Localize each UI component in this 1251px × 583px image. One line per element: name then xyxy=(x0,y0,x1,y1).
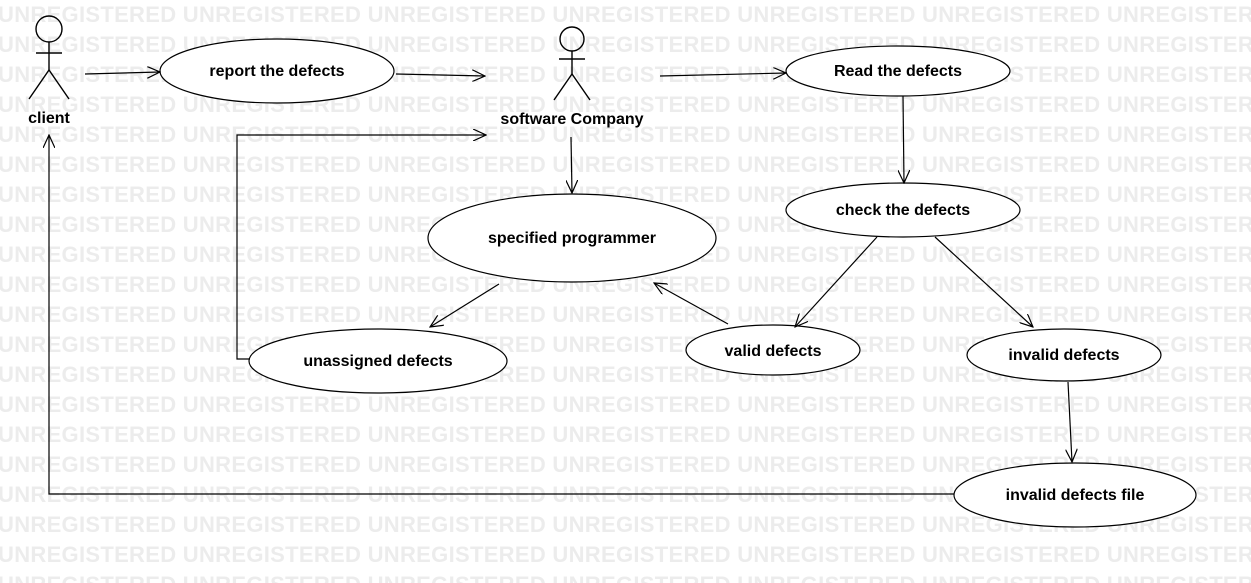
use-case-specified-programmer[interactable]: specified programmer xyxy=(427,193,717,283)
arrow-valid-to-programmer xyxy=(654,283,729,325)
use-case-valid-defects[interactable]: valid defects xyxy=(685,324,861,376)
use-case-invalid-defects-file[interactable]: invalid defects file xyxy=(953,462,1197,528)
arrow-company-to-read xyxy=(659,73,786,76)
arrow-check-to-invalid xyxy=(934,236,1033,327)
use-case-label: report the defects xyxy=(209,63,344,80)
watermark-line: UNREGISTERED UNREGISTERED UNREGISTERED U… xyxy=(0,570,1251,583)
watermark-line: UNREGISTERED UNREGISTERED UNREGISTERED U… xyxy=(0,422,1251,447)
arrow-unassigned-to-company xyxy=(236,135,486,360)
client-actor-head xyxy=(35,15,63,43)
use-case-label: Read the defects xyxy=(834,63,962,80)
company-actor-head xyxy=(559,26,585,52)
software-company-actor[interactable]: software Company xyxy=(500,26,644,128)
use-case-invalid-defects[interactable]: invalid defects xyxy=(966,328,1162,382)
use-case-read-defects[interactable]: Read the defects xyxy=(785,45,1011,97)
arrow-check-to-valid xyxy=(795,236,878,327)
arrow-programmer-to-unassigned xyxy=(430,283,500,327)
use-case-report-defects[interactable]: report the defects xyxy=(159,38,395,104)
watermark-line: UNREGISTERED UNREGISTERED UNREGISTERED U… xyxy=(0,302,1251,327)
use-case-label: valid defects xyxy=(725,343,822,360)
use-case-label: check the defects xyxy=(836,202,970,219)
watermark-line: UNREGISTERED UNREGISTERED UNREGISTERED U… xyxy=(0,392,1251,417)
arrow-invalid-to-file xyxy=(1068,381,1072,462)
client-label: client xyxy=(28,110,70,127)
use-case-unassigned-defects[interactable]: unassigned defects xyxy=(248,328,508,394)
watermark-line: UNREGISTERED UNREGISTERED UNREGISTERED U… xyxy=(0,2,1251,27)
use-case-label: invalid defects file xyxy=(1006,487,1145,504)
use-case-label: specified programmer xyxy=(488,230,656,247)
software-company-label: software Company xyxy=(500,111,643,128)
use-case-label: invalid defects xyxy=(1008,347,1119,364)
watermark-line: UNREGISTERED UNREGISTERED UNREGISTERED U… xyxy=(0,152,1251,177)
arrow-company-to-programmer xyxy=(571,136,572,193)
arrow-read-to-check xyxy=(903,95,904,183)
use-case-check-defects[interactable]: check the defects xyxy=(785,182,1021,238)
client-actor[interactable]: client xyxy=(28,15,71,127)
watermark-line: UNREGISTERED UNREGISTERED UNREGISTERED U… xyxy=(0,542,1251,567)
arrow-client-to-report xyxy=(84,72,160,74)
watermark-line: UNREGISTERED UNREGISTERED UNREGISTERED U… xyxy=(0,122,1251,147)
arrow-report-to-company xyxy=(395,74,485,76)
client-actor-legs xyxy=(28,68,70,100)
use-case-label: unassigned defects xyxy=(303,353,452,370)
arrow-file-to-client xyxy=(49,135,954,495)
company-actor-legs xyxy=(553,72,591,101)
